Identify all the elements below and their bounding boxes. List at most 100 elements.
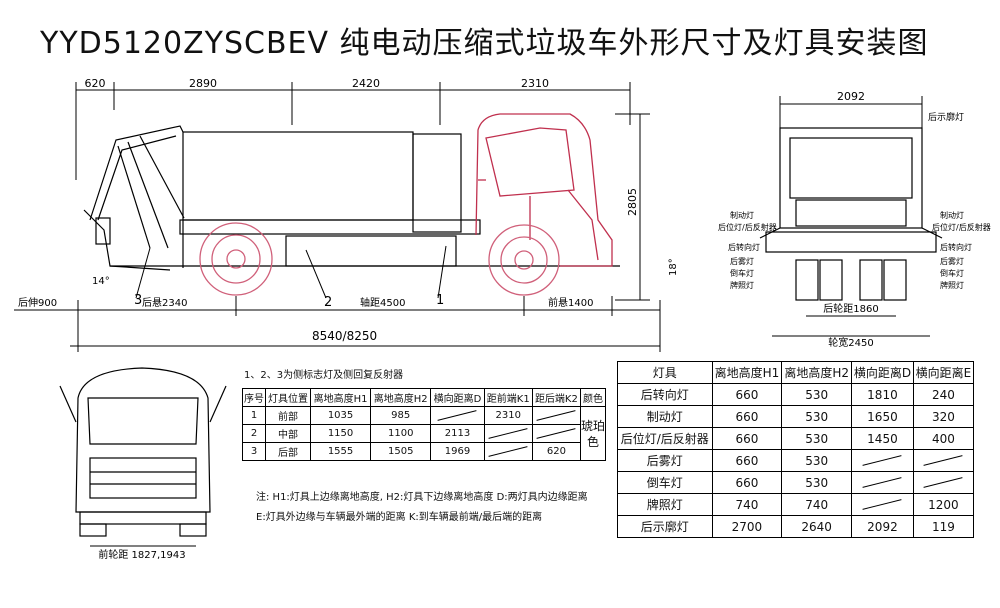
empty-cell	[912, 471, 975, 494]
cell: 1	[241, 406, 267, 425]
cell: 1035	[309, 406, 372, 425]
cell: 240	[912, 383, 975, 406]
marker-3: 3	[134, 293, 142, 308]
table1-title: 1、2、3为侧标志灯及侧回复反射器	[244, 370, 404, 381]
cell: 后示廓灯	[617, 515, 713, 538]
cell: 530	[781, 449, 853, 472]
cell: 1450	[851, 427, 914, 450]
cell: 1505	[370, 442, 432, 461]
dim-top-1: 2890	[189, 77, 217, 90]
rear-left-label-5: 牌照灯	[730, 280, 754, 290]
t1-header: 序号	[241, 388, 267, 407]
empty-cell	[851, 471, 914, 494]
t1-header: 颜色	[580, 388, 606, 407]
rear-left-label-2: 后转向灯	[728, 242, 760, 252]
cell: 620	[531, 442, 582, 461]
rear-view: 2092 后示廓灯 后轮距1860 轮宽2450 制动灯 后位灯/后反射器 后转…	[718, 90, 991, 349]
cell: 119	[912, 515, 975, 538]
front-cab	[59, 367, 227, 537]
cell: 2	[241, 424, 267, 443]
front-view: 前轮距 1827,1943	[59, 367, 227, 561]
cell: 后部	[265, 442, 311, 461]
t1-header: 离地高度H1	[309, 388, 372, 407]
marker-2: 2	[324, 295, 332, 310]
dim-height: 2805	[626, 188, 639, 216]
empty-cell	[851, 449, 914, 472]
cell: 牌照灯	[617, 493, 713, 516]
rear-left-label-3: 后雾灯	[730, 256, 754, 266]
table-row: 倒车灯 660 530	[617, 471, 975, 494]
angle-front: 18°	[668, 258, 679, 276]
cell: 2113	[430, 424, 485, 443]
cell: 740	[711, 493, 783, 516]
cell: 1650	[851, 405, 914, 428]
cell: 660	[711, 405, 783, 428]
empty-cell	[531, 406, 582, 425]
rear-right-label-3: 后雾灯	[940, 256, 964, 266]
dim-top-0: 620	[85, 77, 106, 90]
dim-wheelbase: 轴距4500	[360, 296, 405, 309]
empty-cell	[531, 424, 582, 443]
table-row: 1 前部 1035 985 2310 琥珀色	[241, 406, 606, 461]
cell: 1969	[430, 442, 485, 461]
cell: 后位灯/后反射器	[617, 427, 713, 450]
cell: 后雾灯	[617, 449, 713, 472]
rear-right-label-2: 后转向灯	[940, 242, 972, 252]
cell: 530	[781, 383, 853, 406]
dim-overall-length: 8540/8250	[312, 329, 377, 343]
cell: 530	[781, 471, 853, 494]
table-row: 后转向灯 660 530 1810 240	[617, 383, 975, 406]
table-row: 牌照灯 740 740 1200	[617, 493, 975, 516]
dim-rear-overhang: 后伸900	[18, 297, 57, 309]
dim-top-2: 2420	[352, 77, 380, 90]
dim-front-suspension: 前悬1400	[548, 296, 593, 309]
cell: 前部	[265, 406, 311, 425]
angle-rear: 14°	[92, 276, 110, 287]
t1-header: 离地高度H2	[370, 388, 432, 407]
empty-cell	[851, 493, 914, 516]
table-row: 后位灯/后反射器 660 530 1450 400	[617, 427, 975, 450]
table-row: 3 后部 1555 1505 1969 620	[241, 442, 606, 461]
side-view: 620 2890 2420 2310	[14, 77, 679, 352]
drawing-title: YYD5120ZYSCBEV 纯电动压缩式垃圾车外形尺寸及灯具安装图	[40, 26, 929, 61]
dim-top-3: 2310	[521, 77, 549, 90]
cell: 660	[711, 427, 783, 450]
cell: 1100	[370, 424, 432, 443]
rear-left-label-4: 倒车灯	[730, 268, 754, 278]
dim-rear-suspension: 后悬2340	[142, 297, 187, 309]
t1-header: 距后端K2	[531, 388, 582, 407]
color-cell: 琥珀色	[580, 406, 606, 461]
table-row: 后示廓灯 2700 2640 2092 119	[617, 515, 975, 538]
rear-wheel	[199, 222, 273, 296]
table-side-lamps: 序号 灯具位置 离地高度H1 离地高度H2 横向距离D 距前端K1 距后端K2 …	[241, 388, 606, 461]
t2-header: 横向距离D	[851, 361, 914, 384]
rear-outer: 轮宽2450	[828, 336, 873, 349]
cell: 1150	[309, 424, 372, 443]
table-row: 制动灯 660 530 1650 320	[617, 405, 975, 428]
empty-cell	[430, 406, 485, 425]
rear-body	[759, 127, 943, 301]
table-rear-lamps: 灯具 离地高度H1 离地高度H2 横向距离D 横向距离E 后转向灯 660 53…	[617, 361, 975, 538]
empty-cell	[483, 424, 533, 443]
t2-header: 离地高度H1	[711, 361, 783, 384]
cell: 660	[711, 383, 783, 406]
rear-right-label-0: 制动灯	[940, 210, 964, 220]
cell: 倒车灯	[617, 471, 713, 494]
table-row: 后雾灯 660 530	[617, 449, 975, 472]
garbage-body	[83, 125, 462, 271]
rear-right-label-1: 后位灯/后反射器	[932, 222, 991, 232]
note-line-2: E:灯具外边缘与车辆最外端的距离 K:到车辆最前端/最后端的距离	[256, 512, 543, 523]
cell: 740	[781, 493, 853, 516]
t1-header: 灯具位置	[265, 388, 311, 407]
rear-right-label-5: 牌照灯	[940, 280, 964, 290]
front-wheel	[488, 224, 560, 296]
rear-left-label-0: 制动灯	[730, 210, 754, 220]
rear-label-top: 后示廓灯	[928, 111, 964, 123]
cell: 中部	[265, 424, 311, 443]
cell: 2310	[483, 406, 533, 425]
rear-right-label-4: 倒车灯	[940, 268, 964, 278]
t1-header: 横向距离D	[430, 388, 485, 407]
empty-cell	[912, 449, 975, 472]
cell: 1555	[309, 442, 372, 461]
cell: 530	[781, 405, 853, 428]
